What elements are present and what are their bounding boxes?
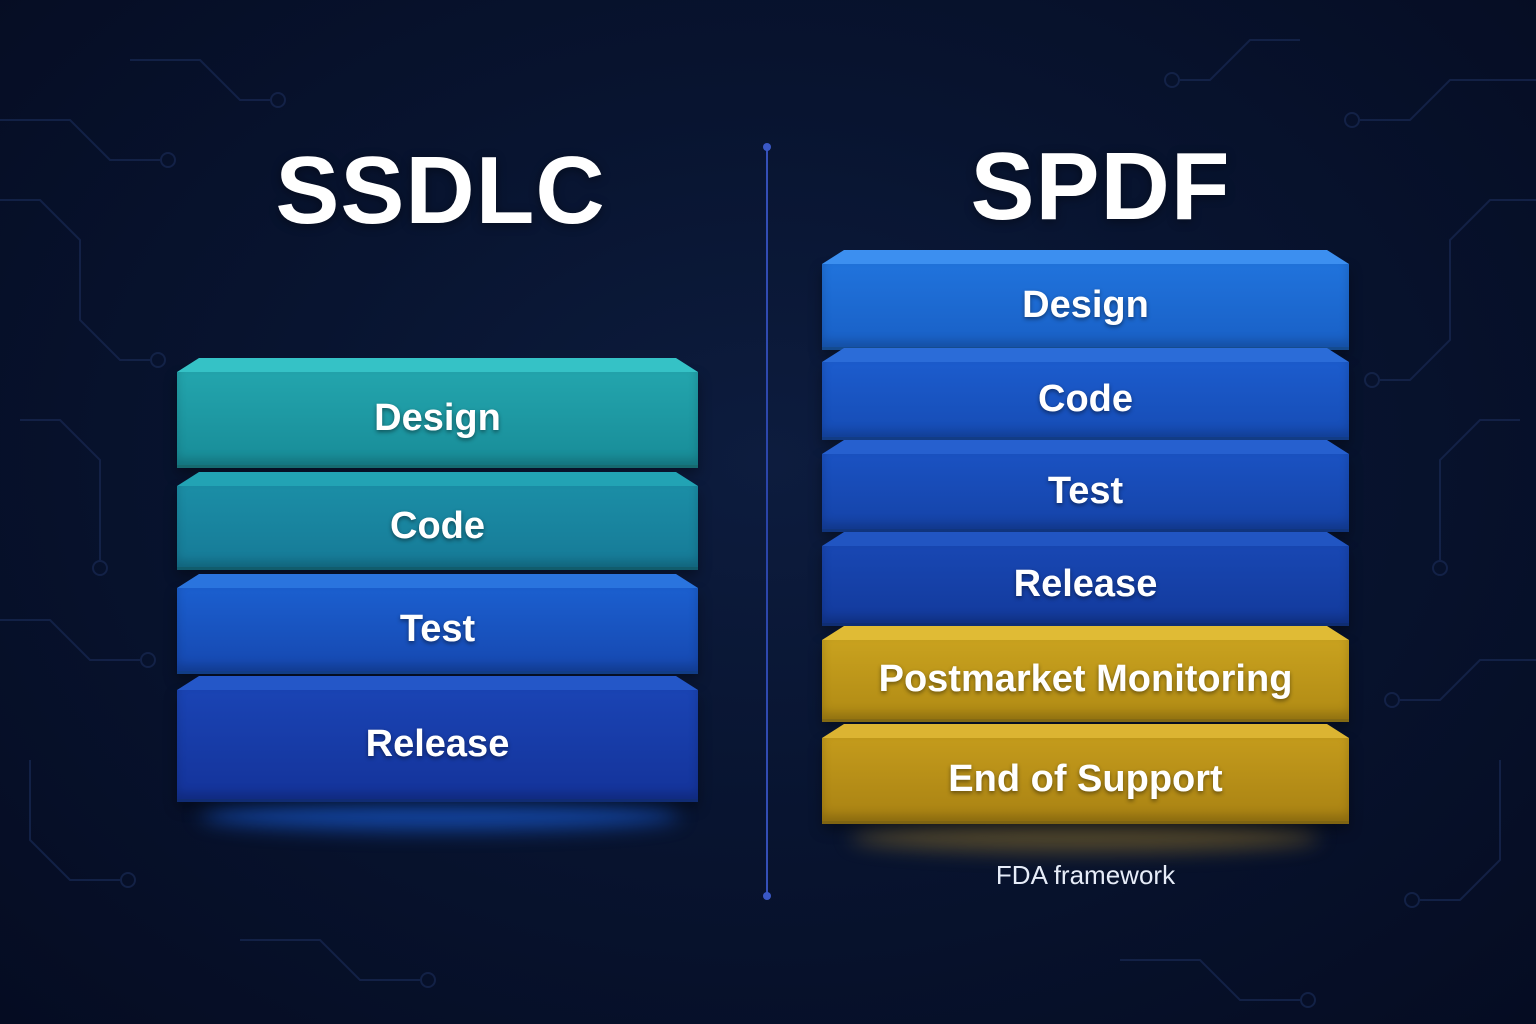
stage-label: Design <box>374 397 501 439</box>
stage-label: Release <box>1013 563 1158 605</box>
stage-label: Test <box>399 608 476 650</box>
stage-label: Test <box>1047 470 1124 512</box>
center-divider <box>766 146 768 896</box>
ssdlc-title: SSDLC <box>275 137 606 244</box>
ssdlc-stage-test: Test <box>177 588 698 674</box>
spdf-stage-test: Test <box>822 454 1349 532</box>
ssdlc-glow <box>200 800 680 830</box>
ssdlc-stage-code: Code <box>177 486 698 570</box>
stage-label: Design <box>1022 284 1149 326</box>
spdf-title: SPDF <box>970 133 1231 240</box>
divider-bottom-dot <box>763 892 771 900</box>
spdf-stage-design: Design <box>822 264 1349 350</box>
stage-label: End of Support <box>948 758 1223 800</box>
spdf-stage-release: Release <box>822 546 1349 626</box>
ssdlc-stage-design: Design <box>177 372 698 468</box>
stage-label: Code <box>1038 378 1133 420</box>
stage-label: Code <box>390 505 485 547</box>
ssdlc-stage-release: Release <box>177 690 698 802</box>
spdf-stage-postmarket-monitoring: Postmarket Monitoring <box>822 640 1349 722</box>
spdf-glow <box>850 822 1320 852</box>
stage-label: Postmarket Monitoring <box>878 658 1293 700</box>
spdf-stage-code: Code <box>822 362 1349 440</box>
divider-top-dot <box>763 143 771 151</box>
spdf-caption: FDA framework <box>995 860 1176 890</box>
stage-label: Release <box>365 723 510 765</box>
spdf-stage-end-of-support: End of Support <box>822 738 1349 824</box>
